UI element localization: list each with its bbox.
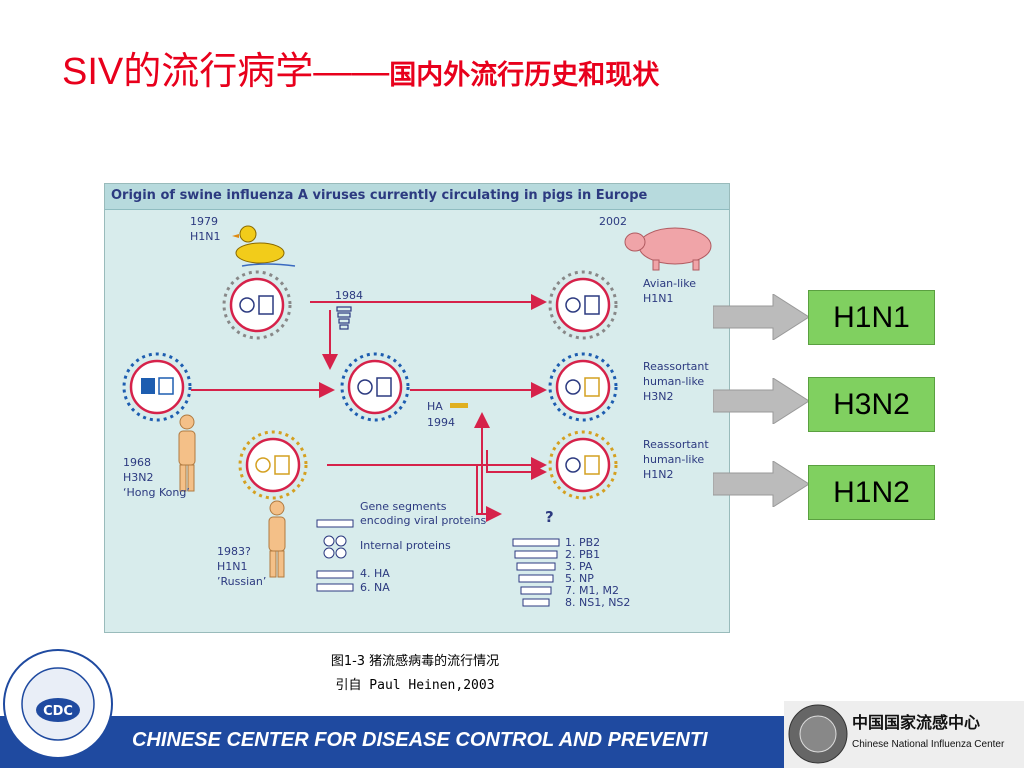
legend-segment-icon bbox=[316, 519, 354, 528]
unknown-mark: ? bbox=[545, 508, 554, 526]
virus-hk-icon bbox=[238, 430, 308, 500]
pig-year: 2002 bbox=[599, 215, 627, 228]
flow-arrows bbox=[191, 294, 547, 522]
cnic-name-cn: 中国国家流感中心 bbox=[852, 713, 981, 732]
arrow-right-icon bbox=[713, 461, 809, 507]
legend-na: 6. NA bbox=[360, 581, 390, 594]
virus-out2-icon bbox=[548, 352, 618, 422]
figure-header-text: Origin of swine influenza A viruses curr… bbox=[111, 188, 648, 203]
legend: Gene segments encoding viral proteins In… bbox=[316, 500, 630, 609]
human-hk-icon bbox=[178, 414, 196, 492]
footer-bar: CHINESE CENTER FOR DISEASE CONTROL AND P… bbox=[0, 716, 790, 768]
ha-year: 1994 bbox=[427, 416, 455, 429]
legend-na-bar bbox=[316, 583, 354, 592]
figure-diagram: 1979 H1N1 2002 bbox=[122, 215, 712, 609]
out1-line2: H1N1 bbox=[643, 292, 674, 305]
legend-list-4: 5. NP bbox=[565, 572, 594, 585]
out3-line3: H1N2 bbox=[643, 468, 674, 481]
virus-center-icon bbox=[340, 352, 410, 422]
out2-line3: H3N2 bbox=[643, 390, 674, 403]
cnic-logo-panel: 中国国家流感中心 Chinese National Influenza Cent… bbox=[784, 701, 1024, 768]
virus-out1-icon bbox=[548, 270, 618, 340]
hk-name: ‘Hong Kong’ bbox=[123, 486, 190, 499]
legend-list-5: 7. M1, M2 bbox=[565, 584, 619, 597]
ha-label: HA bbox=[427, 400, 443, 413]
cdc-logo-text: CDC bbox=[43, 704, 73, 719]
strain-box-h1n2: H1N2 bbox=[808, 465, 935, 520]
out1-line1: Avian-like bbox=[643, 277, 696, 290]
strain-box-h1n1: H1N1 bbox=[808, 290, 935, 345]
page-title: SIV的流行病学——国内外流行历史和现状 bbox=[62, 40, 659, 95]
arrow-right-icon bbox=[713, 378, 809, 424]
cdc-logo: CDC bbox=[3, 649, 113, 759]
legend-internal: Internal proteins bbox=[360, 539, 451, 552]
virus-avian-icon bbox=[222, 270, 292, 340]
cnic-seal-icon bbox=[788, 704, 848, 764]
year-1984: 1984 bbox=[335, 289, 363, 302]
duck-icon bbox=[232, 225, 296, 267]
legend-ha: 4. HA bbox=[360, 567, 390, 580]
virus-swine-icon bbox=[122, 352, 192, 422]
figure-header: Origin of swine influenza A viruses curr… bbox=[105, 184, 729, 210]
out2-line2: human-like bbox=[643, 375, 704, 388]
legend-list-6: 8. NS1, NS2 bbox=[565, 596, 630, 609]
virus-out3-icon bbox=[548, 430, 618, 500]
legend-gene-2: encoding viral proteins bbox=[360, 514, 486, 527]
out3-line2: human-like bbox=[643, 453, 704, 466]
hk-year: 1968 bbox=[123, 456, 151, 469]
title-sub: 国内外流行历史和现状 bbox=[389, 60, 660, 91]
out2-line1: Reassortant bbox=[643, 360, 709, 373]
pig-icon bbox=[624, 227, 712, 271]
hk-subtype: H3N2 bbox=[123, 471, 154, 484]
footer-org-name: CHINESE CENTER FOR DISEASE CONTROL AND P… bbox=[132, 729, 708, 751]
russian-subtype: H1N1 bbox=[217, 560, 248, 573]
russian-name: ’Russian’ bbox=[217, 575, 266, 588]
legend-segment-list-bars bbox=[512, 538, 560, 607]
segment-stack-icon bbox=[336, 306, 352, 330]
legend-list-3: 3. PA bbox=[565, 560, 593, 573]
cnic-name-en: Chinese National Influenza Center bbox=[852, 739, 1005, 750]
legend-list-2: 2. PB1 bbox=[565, 548, 600, 561]
arrow-right-icon bbox=[713, 294, 809, 340]
strain-box-h3n2: H3N2 bbox=[808, 377, 935, 432]
figure-citation: 引自 Paul Heinen,2003 bbox=[335, 678, 495, 693]
legend-list-1: 1. PB2 bbox=[565, 536, 600, 549]
legend-internal-icon bbox=[323, 535, 347, 559]
human-russian-icon bbox=[268, 500, 286, 578]
legend-gene-1: Gene segments bbox=[360, 500, 447, 513]
out3-line1: Reassortant bbox=[643, 438, 709, 451]
ha-segment-icon bbox=[450, 403, 468, 408]
duck-year: 1979 bbox=[190, 215, 218, 228]
russian-year: 1983? bbox=[217, 545, 251, 558]
duck-subtype: H1N1 bbox=[190, 230, 221, 243]
figure-caption: 图1-3 猪流感病毒的流行情况 bbox=[330, 654, 500, 669]
legend-ha-bar bbox=[316, 570, 354, 579]
swine-flu-origin-figure: Origin of swine influenza A viruses curr… bbox=[104, 183, 730, 633]
title-main: SIV的流行病学—— bbox=[62, 51, 390, 93]
